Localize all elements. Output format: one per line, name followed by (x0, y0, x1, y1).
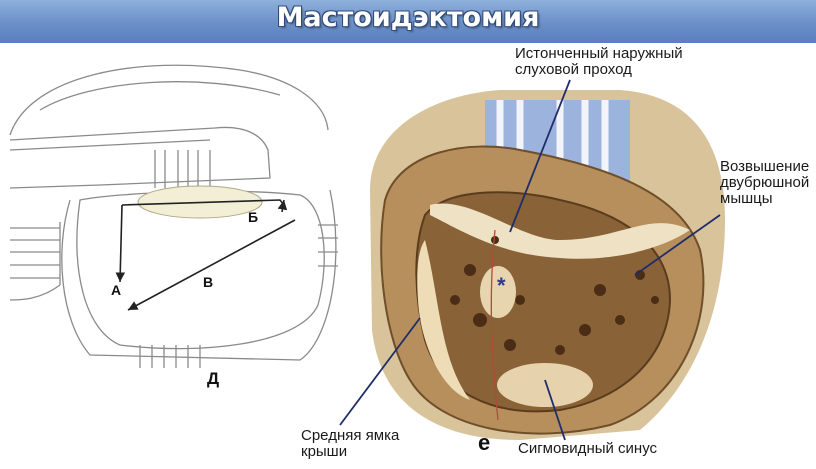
mark-a: А (111, 282, 121, 298)
label-fossa-line1: Средняя ямка (301, 428, 399, 444)
mark-v: В (203, 274, 213, 290)
panel-letter-e: е (478, 430, 490, 456)
panel-letter-d: Д (207, 369, 219, 389)
asterisk-marker: * (497, 273, 506, 299)
skull-inner-line (40, 82, 280, 110)
label-fossa-line2: крыши (301, 444, 347, 460)
label-sigmoid-sinus: Сигмовидный синус (518, 441, 657, 457)
mark-b: Б (248, 209, 258, 225)
upper-band (10, 127, 270, 188)
arrow-a (120, 205, 122, 282)
lower-left-line (10, 285, 60, 300)
label-digastric-line3: мышцы (720, 191, 773, 207)
label-ear-canal-line1: Истонченный наружный (515, 46, 683, 62)
label-digastric-line1: Возвышение (720, 159, 809, 175)
arrow-v (128, 220, 295, 310)
label-ear-canal-line2: слуховой проход (515, 62, 632, 78)
skull-outline (10, 65, 328, 135)
retractor-left (10, 222, 60, 285)
upper-band-line (10, 140, 210, 150)
label-digastric-line2: двубрюшной (720, 175, 809, 191)
